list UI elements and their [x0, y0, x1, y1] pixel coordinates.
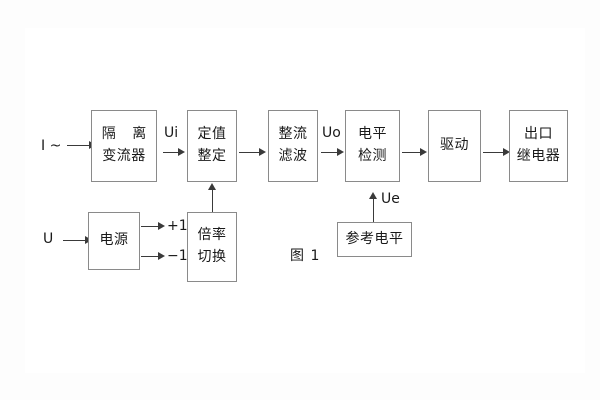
arrowhead-setting-to-rectify [259, 148, 266, 156]
block-multiplier-line-2: 切换 [197, 249, 227, 265]
block-isolation-line-1: 隔 离 [101, 126, 153, 143]
block-drive-line-1: 驱动 [440, 137, 469, 154]
block-output-relay-line-1: 出口 [524, 126, 553, 143]
label-ue: Ue [381, 191, 400, 207]
diagram-panel: I ~ 隔 离 变流器 Ui 定值 整定 整流 滤波 Uo [25, 28, 585, 373]
connector-current-to-isolation [67, 145, 91, 146]
connector-rail-negative [141, 256, 161, 257]
arrowhead-isolation-to-setting [178, 148, 185, 156]
arrowhead-rail-negative [158, 252, 165, 260]
block-value-setting[interactable]: 定值 整定 [187, 110, 237, 182]
connector-reference-to-level-detect [373, 198, 374, 222]
block-level-detection[interactable]: 电平 检测 [345, 110, 400, 182]
connector-level-detect-to-drive [402, 152, 422, 153]
block-power-supply[interactable]: 电源 [88, 212, 140, 270]
connector-rectify-to-level-detect [321, 152, 339, 153]
figure-caption: 图 1 [290, 248, 321, 264]
label-voltage-input: U [43, 231, 54, 247]
arrowhead-level-detect-to-drive [420, 148, 427, 156]
block-isolation-transformer[interactable]: 隔 离 变流器 [91, 110, 157, 182]
block-multiplier-line-1: 倍率 [197, 227, 227, 244]
block-setting-line-1: 定值 [197, 126, 227, 143]
label-uo: Uo [322, 125, 341, 141]
block-level-detect-line-1: 电平 [358, 126, 387, 143]
block-multiplier-switching[interactable]: 倍率 切换 [187, 212, 237, 282]
connector-isolation-to-setting [163, 152, 180, 153]
block-level-detect-line-2: 检测 [358, 148, 387, 164]
block-output-relay[interactable]: 出口 继电器 [509, 110, 568, 182]
block-reference-level-line-1: 参考电平 [345, 230, 404, 247]
block-isolation-line-2: 变流器 [102, 148, 146, 164]
block-rectify-filter[interactable]: 整流 滤波 [268, 110, 318, 182]
block-setting-line-2: 整定 [197, 148, 227, 164]
arrowhead-multiplier-to-setting [208, 183, 216, 190]
arrowhead-rail-positive [158, 222, 165, 230]
block-reference-level[interactable]: 参考电平 [337, 222, 412, 257]
connector-drive-to-output-relay [483, 152, 505, 153]
connector-setting-to-rectify [239, 152, 261, 153]
block-output-relay-line-2: 继电器 [516, 148, 561, 164]
connector-multiplier-to-setting [212, 189, 213, 212]
connector-rail-positive [141, 226, 161, 227]
label-current-input: I ~ [41, 138, 62, 154]
block-rectify-line-1: 整流 [278, 126, 308, 143]
arrowhead-rectify-to-level-detect [337, 148, 344, 156]
connector-voltage-to-power-supply [63, 240, 87, 241]
block-drive[interactable]: 驱动 [428, 110, 481, 182]
label-ui: Ui [164, 125, 179, 141]
block-rectify-line-2: 滤波 [278, 148, 308, 164]
arrowhead-reference-to-level-detect [369, 192, 377, 199]
arrowhead-drive-to-output-relay [503, 148, 510, 156]
block-power-supply-line-1: 电源 [99, 232, 129, 249]
